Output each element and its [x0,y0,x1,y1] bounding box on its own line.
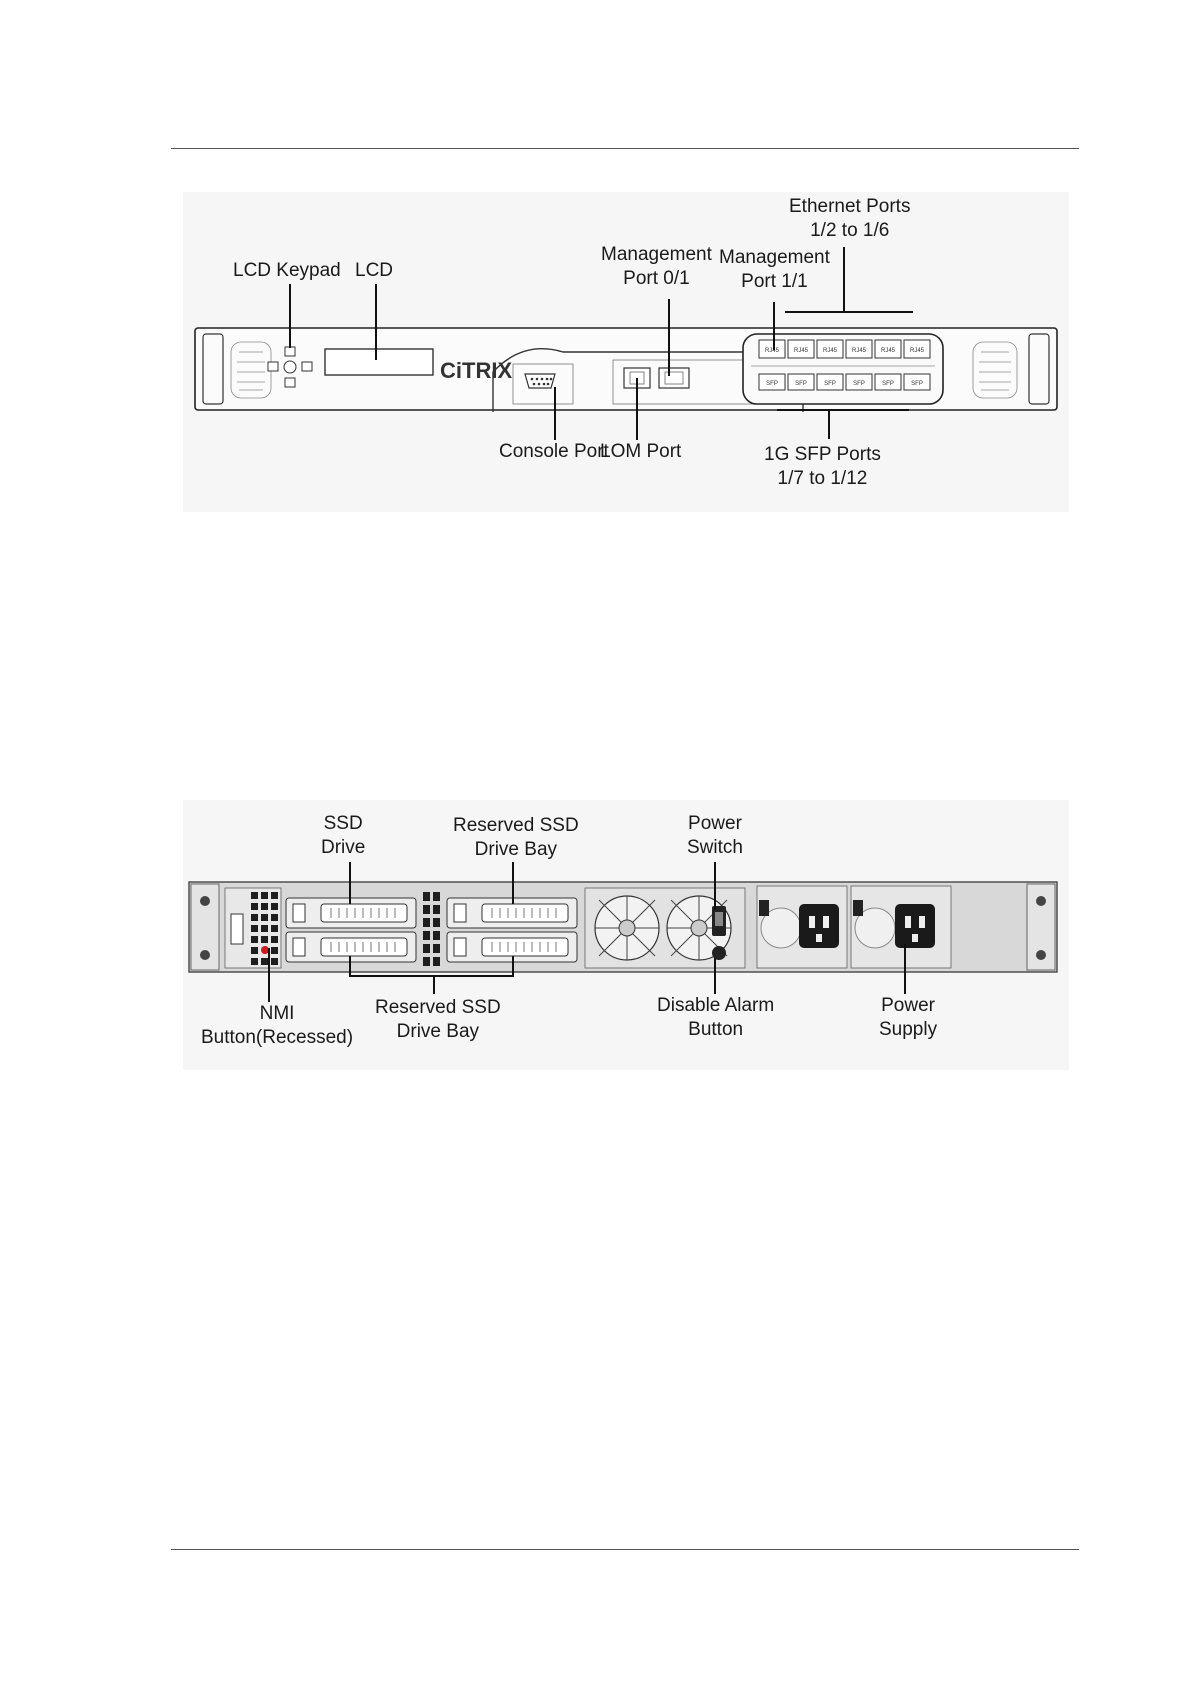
middle-vent-grid [423,892,440,966]
rj45-port-label: RJ45 [881,348,896,354]
sfp-port-label: SFP [911,381,923,387]
front-left-ear [202,333,224,405]
console-port-drawing [524,373,556,389]
rj45-ports: RJ45 RJ45 RJ45 RJ45 RJ45 RJ45 [758,339,931,359]
rj45-port-label: RJ45 [794,348,809,354]
rj45-port-label: RJ45 [852,348,867,354]
lcd-keypad-drawing [267,346,313,388]
sfp-port [845,373,873,391]
rj45-port-label: RJ45 [910,348,925,354]
rj45-port [816,339,844,359]
label-lcd-keypad: LCD Keypad [233,260,341,281]
sfp-port [816,373,844,391]
header-rule [171,148,1079,149]
rj45-port [787,339,815,359]
back-panel-drawing [188,862,1058,1002]
reserved-ssd-bay-drawing [446,897,578,963]
power-supply-1 [756,885,848,969]
back-callout-lines [268,862,906,1002]
sfp-port [903,373,931,391]
sfp-port-label: SFP [824,381,836,387]
lcd-screen-drawing [324,348,434,376]
label-console-port: Console Port [499,441,609,462]
label-lom-port: LOM Port [600,441,682,462]
disable-alarm-button-drawing [712,946,726,960]
rj45-port [758,339,786,359]
front-callout-lines [289,247,913,440]
brand-logo: CiTRIX [440,358,512,383]
nmi-button-drawing [261,946,269,954]
sfp-port-label: SFP [882,381,894,387]
sfp-port [758,373,786,391]
footer-rule [171,1549,1079,1550]
rj45-port [874,339,902,359]
sfp-port [787,373,815,391]
front-right-vent [972,341,1018,399]
rj45-port-label: RJ45 [823,348,838,354]
front-right-ear [1028,333,1050,405]
sfp-port-label: SFP [766,381,778,387]
sfp-port [874,373,902,391]
sfp-port-label: SFP [853,381,865,387]
left-vent-grid [251,892,278,965]
sfp-port-label: SFP [795,381,807,387]
rj45-port-label: RJ45 [765,348,780,354]
front-panel-figure: CiTRIX RJ45 RJ45 RJ45 [183,192,1069,512]
mgmt-port-0-1-drawing [658,367,690,389]
rj45-port [903,339,931,359]
rj45-port [845,339,873,359]
sfp-ports: SFP SFP SFP SFP SFP SFP [758,373,931,391]
front-panel-drawing: CiTRIX RJ45 RJ45 RJ45 [194,247,1058,440]
label-lcd: LCD [355,260,394,281]
power-supply-2 [850,885,952,969]
